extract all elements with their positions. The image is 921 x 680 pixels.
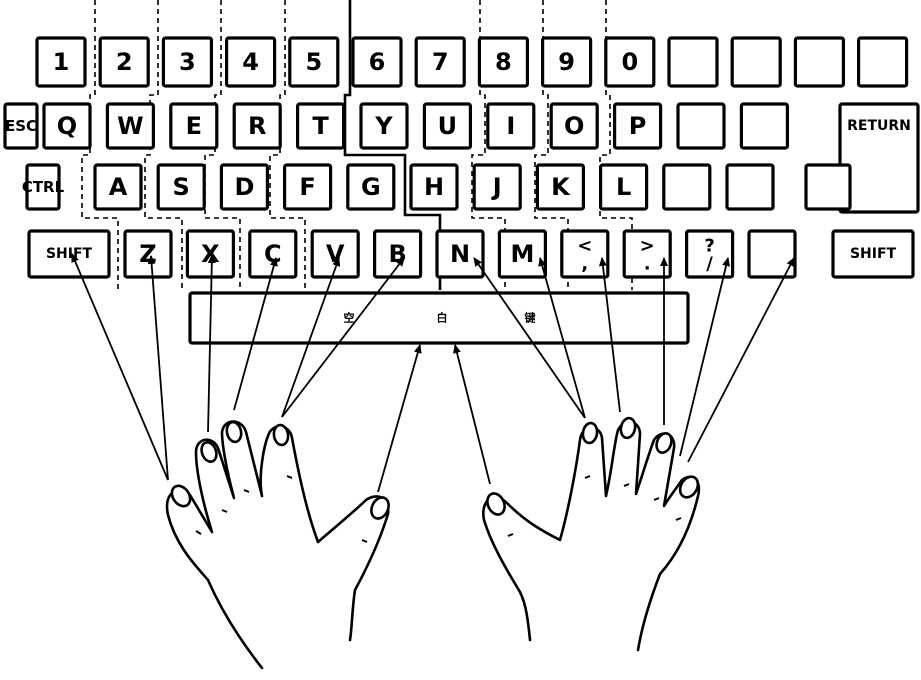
key-blank-r2-2	[741, 104, 787, 148]
left-hand-outline	[167, 422, 388, 669]
key-j-label: J	[491, 173, 502, 201]
key-x-label: X	[201, 240, 220, 268]
key-blank-r1-3	[795, 38, 843, 86]
key-w-label: W	[117, 112, 143, 140]
spacebar-label-char-1: 空	[344, 311, 355, 325]
key-period-label-2: .	[644, 254, 651, 275]
key-comma-label-2: ,	[581, 254, 588, 275]
finger-arrow-8	[455, 345, 490, 484]
key-esc-label: ESC	[5, 117, 37, 135]
spacebar-label-char-2: 白	[437, 311, 448, 325]
key-u-label: U	[438, 112, 458, 140]
key-1-label: 1	[53, 48, 70, 76]
key-t-label: T	[312, 112, 329, 140]
key-blank-r3-1	[664, 165, 710, 209]
key-i-label: I	[506, 112, 515, 140]
key-blank-r1-4	[859, 38, 907, 86]
key-q-label: Q	[57, 112, 77, 140]
key-return-label: RETURN	[847, 118, 911, 134]
key-g-label: G	[361, 173, 381, 201]
spacebar-label-char-3: 键	[524, 311, 537, 325]
key-8-label: 8	[495, 48, 512, 76]
key-h-label: H	[424, 173, 444, 201]
key-y-label: Y	[374, 112, 393, 140]
key-blank-r3-2	[727, 165, 773, 209]
key-s-label: S	[173, 173, 190, 201]
left-hand	[167, 421, 392, 668]
key-a-label: A	[109, 173, 128, 201]
right-hand	[483, 417, 701, 650]
key-6-label: 6	[369, 48, 386, 76]
key-5-label: 5	[305, 48, 322, 76]
key-o-label: O	[564, 112, 584, 140]
key-0-label: 0	[621, 48, 638, 76]
key-d-label: D	[234, 173, 254, 201]
key-f-label: F	[299, 173, 315, 201]
key-7-label: 7	[432, 48, 449, 76]
key-ctrl-label: CTRL	[22, 178, 65, 196]
key-4-label: 4	[242, 48, 259, 76]
key-r-label: R	[248, 112, 266, 140]
key-l-label: L	[616, 173, 631, 201]
key-k-label: K	[551, 173, 571, 201]
key-v-label: V	[326, 240, 345, 268]
key-shift-right-label: SHIFT	[850, 246, 897, 262]
key-slash-label-2: /	[706, 254, 713, 275]
key-m-label: M	[510, 240, 534, 268]
key-b-label: B	[388, 240, 406, 268]
key-9-label: 9	[558, 48, 575, 76]
key-2-label: 2	[116, 48, 133, 76]
key-z-label: Z	[139, 240, 156, 268]
right-hand-outline	[483, 422, 699, 650]
key-blank-r2-1	[678, 104, 724, 148]
key-n-label: N	[450, 240, 470, 268]
key-p-label: P	[629, 112, 647, 140]
key-blank-r1-1	[669, 38, 717, 86]
key-blank-r3-3	[806, 165, 850, 209]
key-c-label: C	[264, 240, 282, 268]
key-3-label: 3	[179, 48, 196, 76]
finger-arrows	[72, 254, 794, 492]
finger-arrow-7	[378, 345, 420, 492]
key-blank-r1-2	[732, 38, 780, 86]
key-shift-left-label: SHIFT	[46, 246, 93, 262]
key-e-label: E	[186, 112, 202, 140]
finger-arrow-13	[680, 258, 728, 456]
